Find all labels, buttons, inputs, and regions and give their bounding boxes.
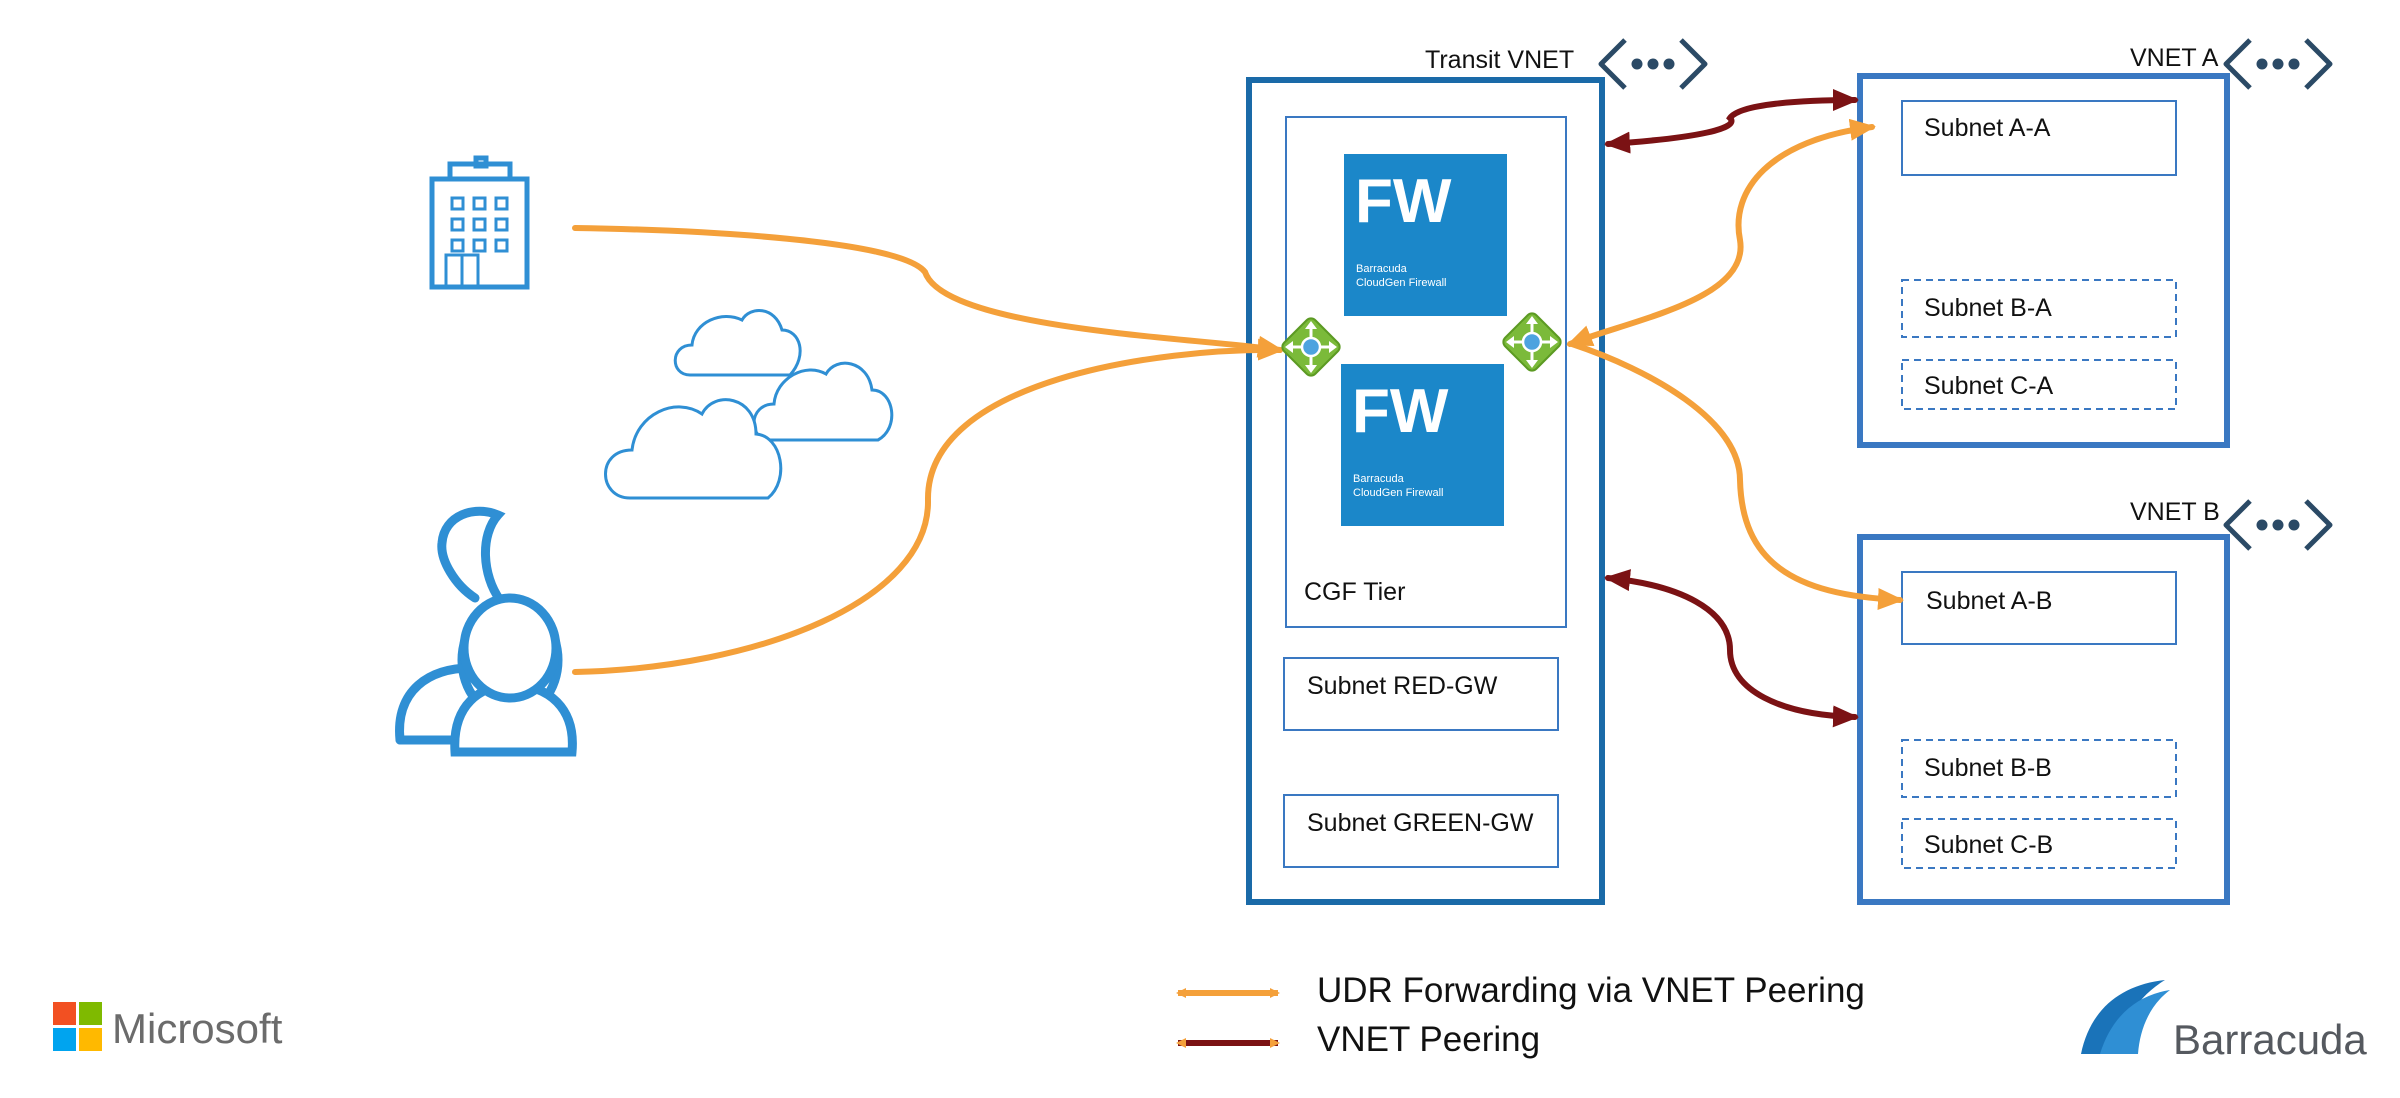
vnet-peering-icon: [2226, 40, 2330, 88]
microsoft-wordmark: Microsoft: [112, 1005, 283, 1052]
vnet-b-label: VNET B: [2130, 498, 2220, 526]
users-icon: [395, 506, 577, 757]
firewall-product: CloudGen Firewall: [1353, 487, 1443, 499]
cloud-icon: [604, 309, 894, 500]
firewall-brand: Barracuda: [1353, 473, 1405, 485]
udr-flow-vnet-b: [1569, 341, 1904, 610]
subnet-label: Subnet C-B: [1924, 831, 2053, 859]
subnet-label: Subnet C-A: [1924, 372, 2054, 400]
cgf-tier-box: CGF Tier: [1285, 116, 1567, 628]
subnet-box: Subnet A-A: [1901, 100, 2177, 176]
legend-peering-label: VNET Peering: [1317, 1020, 1540, 1059]
vnet-b: VNET B Subnet A-B Subnet B-B Subnet C-B: [1857, 498, 2330, 905]
subnet-box: Subnet B-B: [1901, 739, 2177, 798]
peering-flow-vnet-b: [1604, 569, 1859, 728]
cgf-tier-label: CGF Tier: [1304, 578, 1405, 606]
transit-vnet-border: [1246, 77, 1605, 905]
firewall-title: FW: [1355, 167, 1452, 236]
vnet-peering-icon: [1601, 40, 1705, 88]
firewall-box: FW Barracuda CloudGen Firewall: [1341, 364, 1504, 526]
transit-vnet-label: Transit VNET: [1425, 46, 1574, 74]
legend-udr-label: UDR Forwarding via VNET Peering: [1317, 971, 1865, 1010]
udr-flow-onprem: [572, 225, 1284, 358]
subnet-label: Subnet A-B: [1926, 587, 2052, 615]
udr-flow-vnet-a: [1566, 118, 1876, 347]
firewall-brand: Barracuda: [1356, 263, 1408, 275]
subnet-label: Subnet GREEN-GW: [1307, 809, 1534, 837]
building-icon: [429, 155, 530, 290]
subnet-label: Subnet B-A: [1924, 294, 2052, 322]
subnet-box: Subnet A-B: [1901, 571, 2177, 645]
firewall-title: FW: [1352, 377, 1449, 446]
barracuda-wordmark: Barracuda: [2173, 1016, 2367, 1063]
firewall-box: FW Barracuda CloudGen Firewall: [1344, 154, 1507, 316]
vnet-a-label: VNET A: [2130, 44, 2219, 72]
subnet-label: Subnet A-A: [1924, 114, 2051, 142]
vnet-peering-icon: [2226, 501, 2330, 549]
peering-flows: [1604, 89, 1859, 728]
subnet-label: Subnet RED-GW: [1307, 672, 1498, 700]
subnet-box: Subnet C-A: [1901, 359, 2177, 410]
vnet-a: VNET A Subnet A-A Subnet B-A Subnet C-A: [1857, 40, 2330, 448]
barracuda-logo: Barracuda: [2081, 980, 2367, 1063]
firewall-product: CloudGen Firewall: [1356, 277, 1446, 289]
udr-flow-users: [572, 338, 1284, 675]
microsoft-logo: Microsoft: [53, 1002, 283, 1052]
load-balancer-icon: [1499, 309, 1565, 375]
subnet-box: Subnet RED-GW: [1283, 657, 1559, 731]
subnet-box: Subnet B-A: [1901, 279, 2177, 338]
peering-flow-vnet-a: [1604, 89, 1859, 154]
subnet-box: Subnet C-B: [1901, 818, 2177, 869]
load-balancer-icon: [1278, 314, 1344, 380]
subnet-box: Subnet GREEN-GW: [1283, 794, 1559, 868]
legend: UDR Forwarding via VNET Peering VNET Pee…: [1176, 971, 1865, 1059]
vnet-b-border: [1857, 534, 2230, 905]
transit-vnet: Transit VNET CGF Tier FW Barracuda Cloud…: [1246, 40, 1705, 905]
subnet-label: Subnet B-B: [1924, 754, 2052, 782]
